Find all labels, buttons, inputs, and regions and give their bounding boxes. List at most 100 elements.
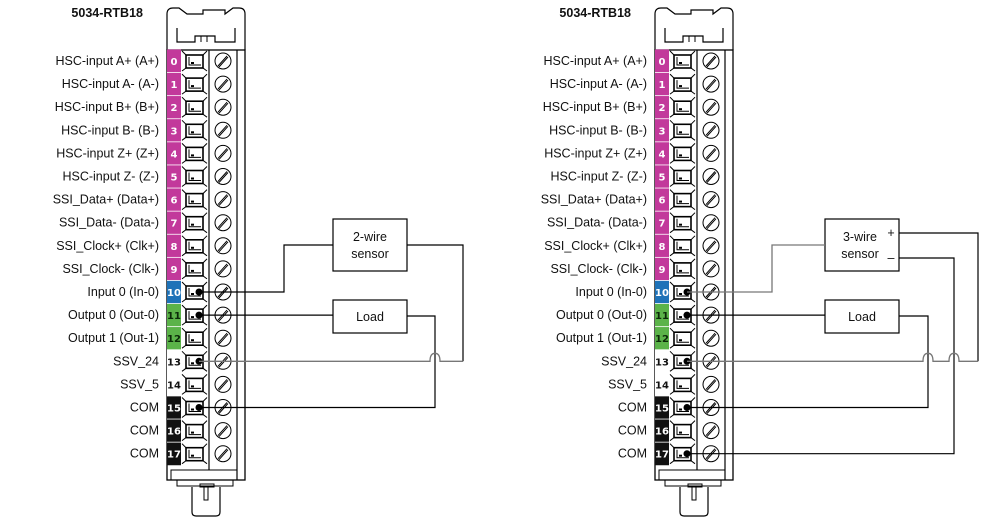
- screw-slot: [217, 425, 228, 436]
- base-rail: [170, 469, 237, 480]
- screw-slot: [706, 449, 717, 461]
- load-label: Load: [356, 310, 384, 324]
- screw-slot: [706, 56, 717, 68]
- terminal-color-strip: [655, 211, 669, 235]
- terminal-color-strip: [167, 442, 181, 466]
- clamp-spring: [676, 57, 689, 66]
- terminal-color-strip: [655, 95, 669, 119]
- terminal-color-strip: [655, 442, 669, 466]
- clamp-mark: [679, 316, 682, 319]
- screw-slot: [706, 333, 717, 345]
- screw-slot: [706, 79, 717, 91]
- terminal-label: HSC-input A+ (A+): [543, 54, 647, 68]
- terminal-number: 0: [171, 57, 178, 68]
- clamp-spring: [676, 126, 689, 135]
- clamp-spring: [188, 288, 201, 297]
- terminal-number: 0: [659, 57, 666, 68]
- clamp-mark: [191, 200, 194, 203]
- terminal-label: SSV_24: [113, 354, 159, 368]
- screw-slot: [217, 148, 228, 159]
- load-label: Load: [848, 310, 876, 324]
- terminal-color-strip: [655, 141, 669, 165]
- terminal-color-strip: [167, 188, 181, 212]
- clamp-spring: [676, 172, 689, 181]
- clamp-spring: [188, 311, 201, 320]
- terminal-label: SSV_5: [608, 377, 647, 391]
- terminal-number: 2: [659, 103, 666, 114]
- terminal-number: 12: [655, 334, 669, 345]
- wire-input: [687, 244, 825, 293]
- base-step: [664, 480, 722, 487]
- clamp-mark: [679, 408, 682, 411]
- terminal-color-strip: [167, 95, 181, 119]
- terminal-label: HSC-input Z- (Z-): [62, 170, 159, 184]
- clamp-spring: [676, 80, 689, 89]
- terminal-color-strip: [655, 257, 669, 281]
- screw-slot: [705, 194, 716, 205]
- terminal-14: 14 SSV_5: [608, 372, 720, 396]
- terminal-color-strip: [167, 303, 181, 327]
- terminal-number: 14: [655, 380, 669, 391]
- terminal-label: HSC-input Z+ (Z+): [56, 146, 159, 160]
- screw-slot: [217, 240, 228, 252]
- clamp-spring: [188, 126, 201, 135]
- wire-ssv24: [687, 352, 978, 362]
- terminal-label: SSI_Data+ (Data+): [53, 193, 159, 207]
- terminal-color-strip: [167, 49, 181, 73]
- clamp-mark: [191, 154, 194, 157]
- latch-outline: [654, 7, 734, 50]
- release-tab-slot: [203, 487, 209, 501]
- terminal-label: HSC-input B+ (B+): [55, 100, 159, 114]
- screw-slot: [218, 79, 229, 91]
- module-title: 5034-RTB18: [559, 6, 631, 20]
- terminal-label: Input 0 (In-0): [575, 285, 647, 299]
- clamp-mark: [679, 246, 682, 249]
- terminal-number: 3: [171, 126, 178, 137]
- clamp-mark: [191, 108, 194, 111]
- screw-slot: [217, 171, 228, 182]
- clamp-spring: [188, 241, 201, 251]
- clamp-mark: [191, 339, 194, 342]
- clamp-spring: [188, 103, 201, 112]
- screw-slot: [706, 149, 717, 160]
- clamp-mark: [191, 293, 194, 295]
- terminal-label: SSI_Data- (Data-): [59, 216, 159, 230]
- clamp-mark: [191, 177, 194, 180]
- screw-slot: [218, 264, 229, 276]
- clamp-spring: [188, 334, 201, 343]
- screw-slot: [217, 448, 228, 460]
- clamp-mark: [679, 131, 682, 134]
- terminal-number: 13: [167, 357, 181, 368]
- terminal-label: HSC-input A- (A-): [550, 77, 647, 91]
- screw-slot: [218, 403, 229, 414]
- clamp-spring: [676, 334, 689, 343]
- terminal-number: 11: [655, 311, 669, 322]
- sensor-plus-terminal: +: [887, 226, 894, 240]
- screw-slot: [218, 125, 229, 137]
- terminal-color-strip: [655, 72, 669, 96]
- terminal-color-strip: [167, 395, 181, 420]
- base-step: [176, 480, 234, 487]
- terminal-number: 10: [167, 288, 181, 299]
- terminal-color-strip: [655, 395, 669, 420]
- clamp-mark: [191, 269, 194, 272]
- terminal-label: COM: [618, 424, 647, 438]
- terminal-color-strip: [167, 211, 181, 235]
- terminal-number: 13: [655, 357, 669, 368]
- terminal-number: 6: [659, 196, 666, 207]
- screw-slot: [217, 55, 228, 67]
- clamp-mark: [191, 131, 194, 134]
- sensor-label: sensor: [351, 247, 389, 261]
- clamp-mark: [191, 316, 194, 319]
- screw-slot: [706, 310, 717, 322]
- screw-slot: [706, 102, 717, 114]
- wire-input: [199, 244, 333, 293]
